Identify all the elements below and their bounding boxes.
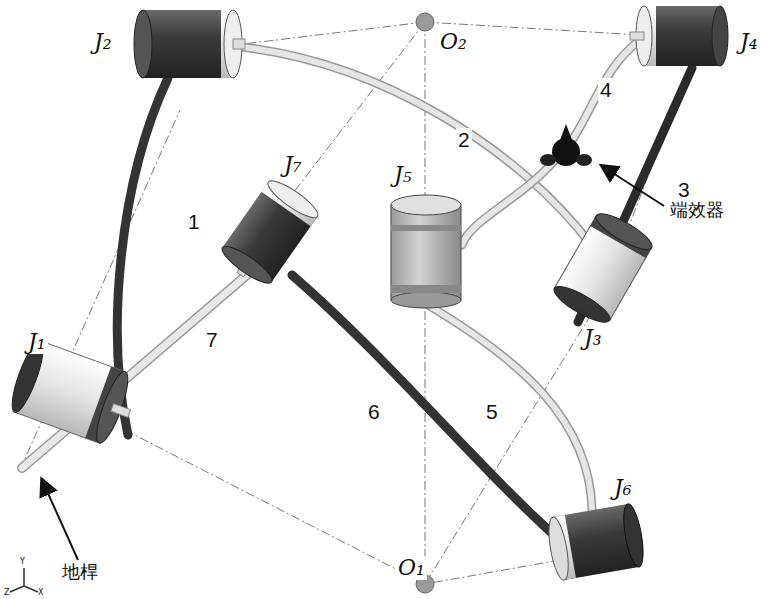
- joint-cylinder: [391, 195, 461, 308]
- callout-number: 1: [186, 210, 202, 233]
- callout-number: 3: [676, 178, 692, 201]
- links: [22, 40, 692, 545]
- axis-label: Z: [4, 589, 9, 597]
- axis-label: X: [38, 589, 43, 597]
- joint-label: J₂: [92, 30, 114, 54]
- joint-label: J₇: [282, 153, 304, 177]
- joint-label: J₄: [738, 30, 760, 54]
- joint-cylinder: [6, 338, 142, 449]
- end-effector: [540, 124, 592, 166]
- point-label: O₂: [438, 30, 469, 54]
- axis-triad: [10, 568, 38, 592]
- joint-cylinder: [545, 502, 647, 581]
- point-label: O₁: [396, 556, 427, 580]
- joint-cylinder: [550, 208, 656, 328]
- part-name: 端效器: [668, 200, 726, 220]
- callout-number: 7: [204, 328, 220, 351]
- axis-label: Y: [20, 558, 25, 566]
- joint-cylinder: [630, 6, 728, 66]
- joint-label: J₁: [26, 330, 48, 354]
- joint-label: J₆: [612, 476, 634, 500]
- callout-number: 4: [598, 78, 614, 101]
- callout-number: 5: [484, 400, 500, 423]
- callout-number: 2: [456, 128, 472, 151]
- joint-label: J₃: [582, 326, 604, 350]
- construction-lines: [20, 22, 690, 584]
- callout-number: 6: [366, 400, 382, 423]
- joint-label: J₅: [392, 163, 414, 187]
- joint-cylinder: [216, 175, 323, 291]
- part-name: 地桿: [60, 562, 100, 582]
- origin-sphere: [416, 13, 434, 31]
- joint-cylinder: [134, 10, 245, 78]
- callout-arrow: [602, 166, 664, 206]
- callout-arrow: [42, 480, 78, 560]
